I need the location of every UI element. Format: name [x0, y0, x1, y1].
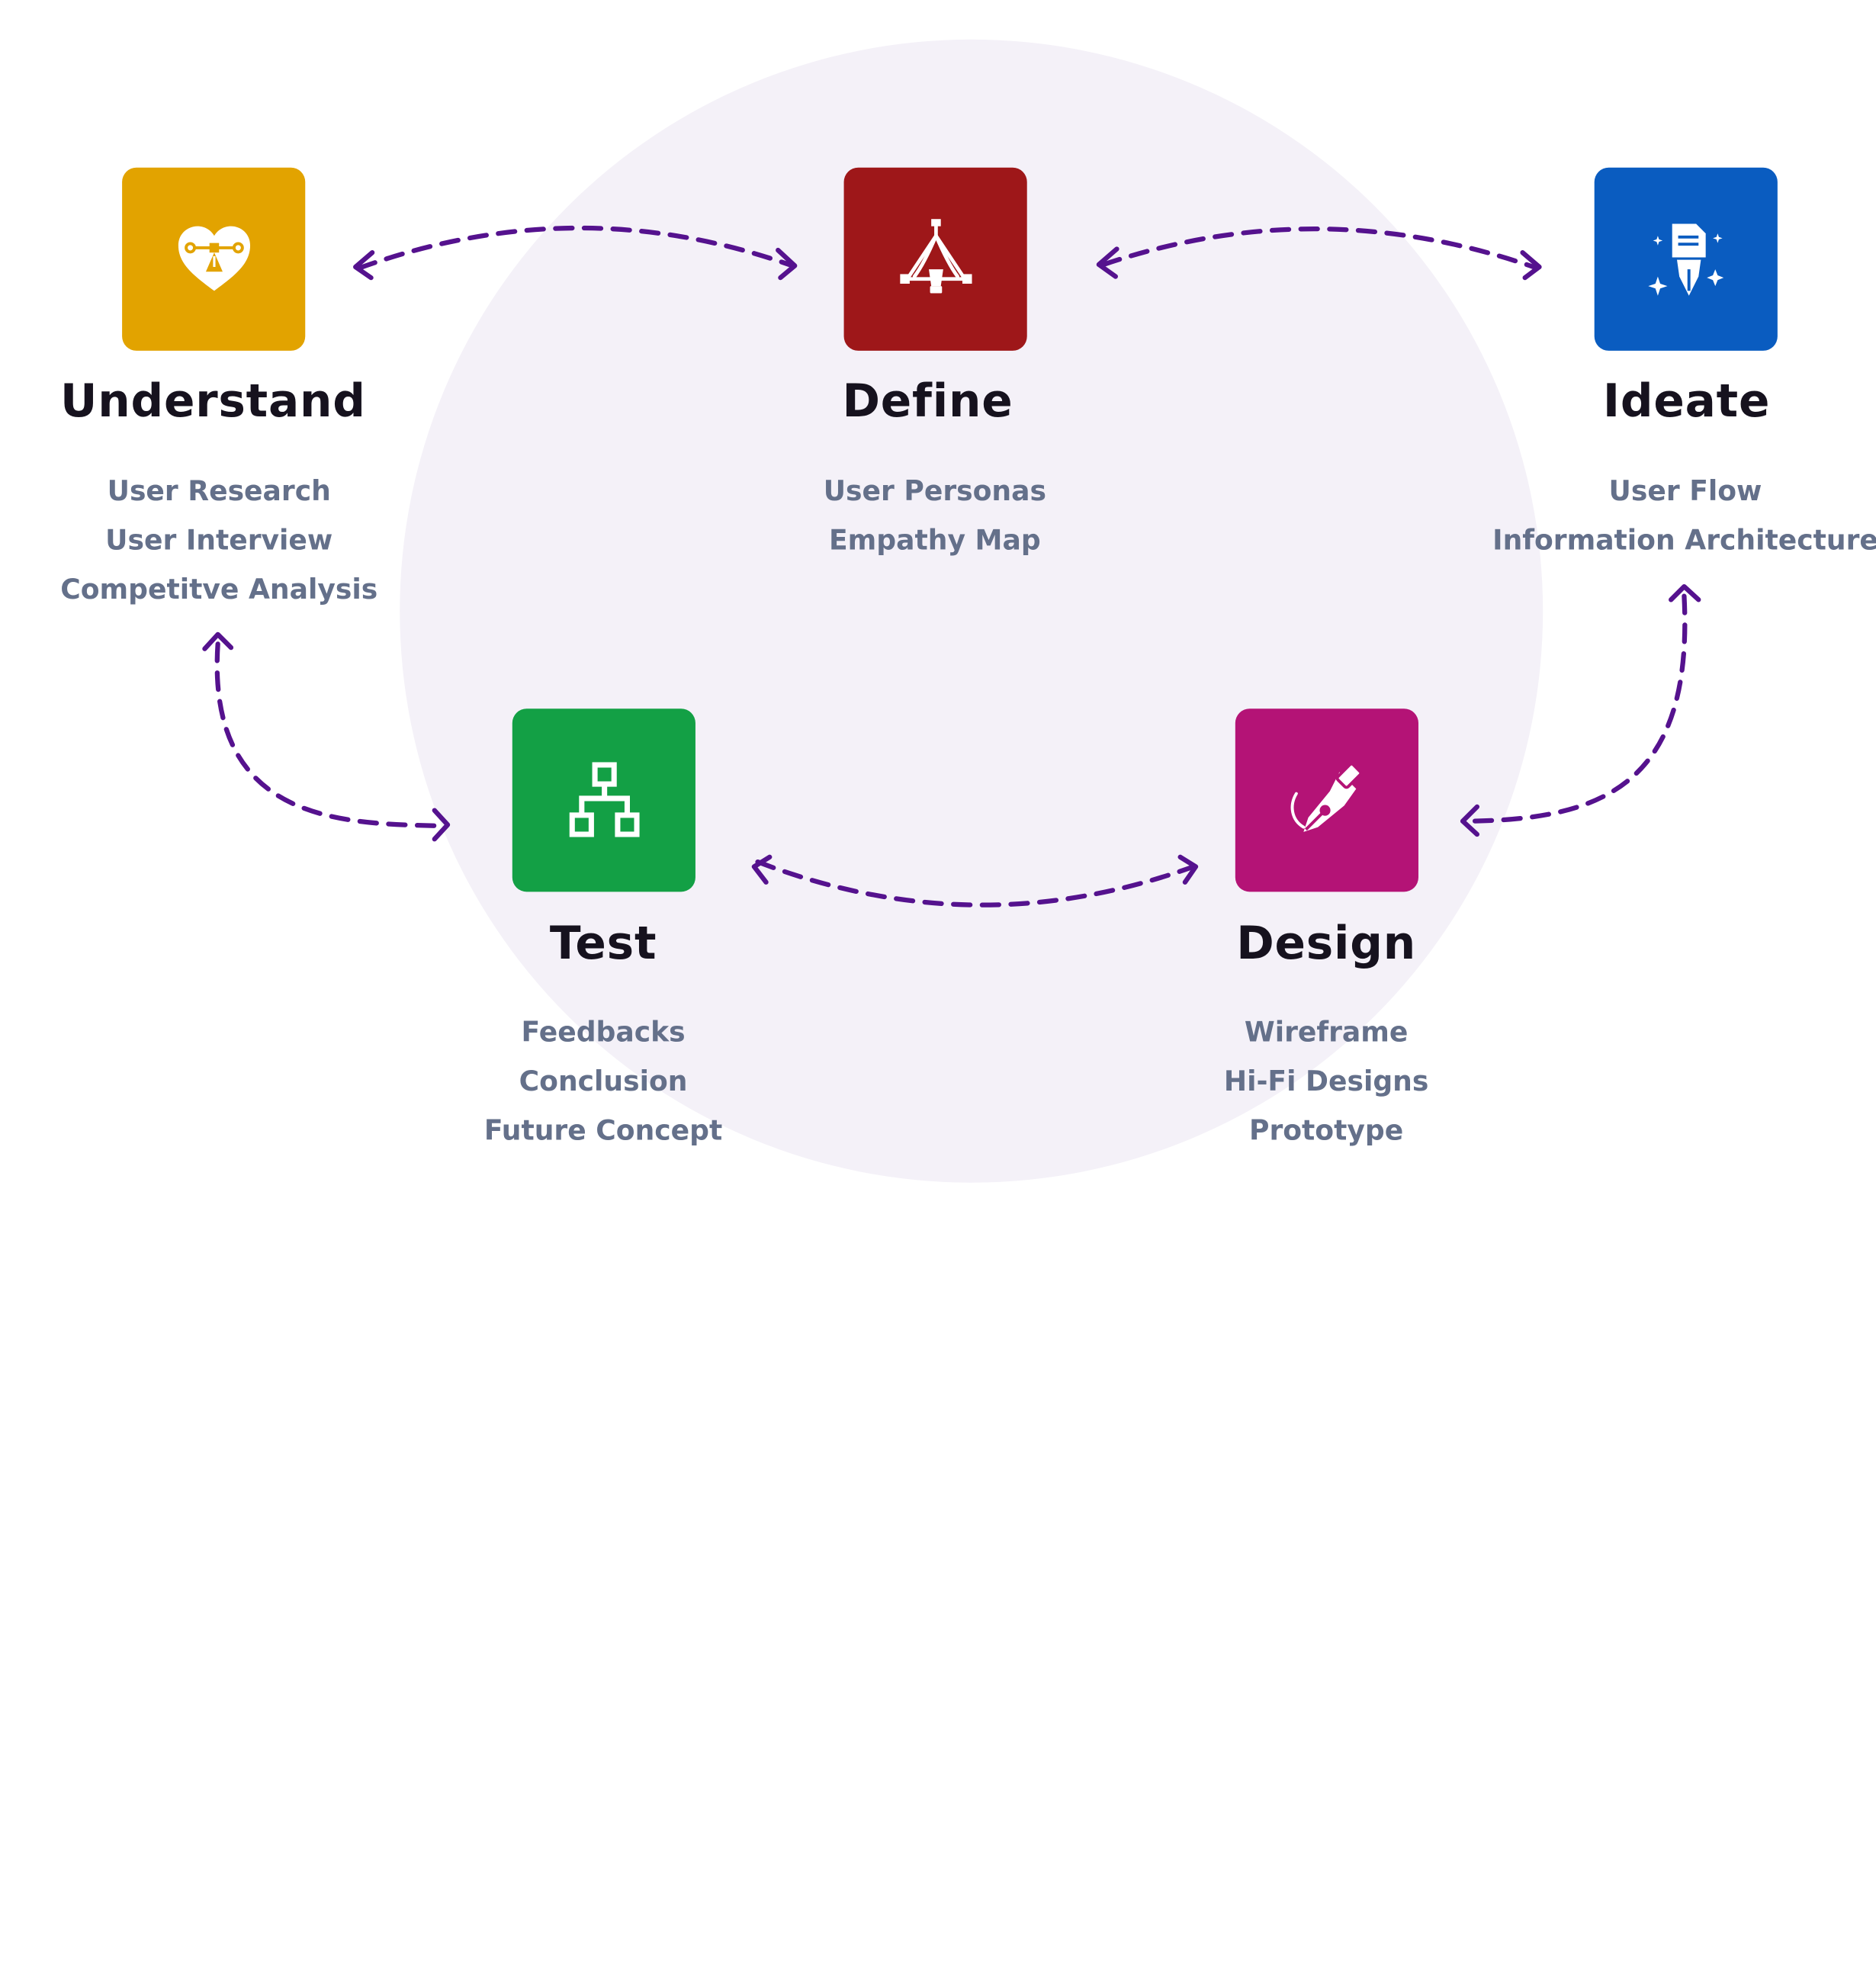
ideate-items: User Flow Information Architecture	[1492, 468, 1876, 567]
arrowhead-ideate-right	[1520, 250, 1542, 281]
understand-items: User Research User Interview Competitve …	[60, 468, 377, 615]
list-item: Hi-Fi Designs	[1223, 1066, 1429, 1098]
define-items: User Personas Empathy Map	[824, 468, 1046, 567]
connector-understand-define	[356, 225, 795, 271]
list-item: User Research	[107, 476, 331, 508]
list-item: Competitve Analysis	[60, 574, 378, 606]
list-item: Conclusion	[519, 1066, 688, 1098]
understand-icon-tile	[122, 167, 306, 351]
arrowhead-test-right	[432, 808, 451, 842]
arrowhead-define-right	[776, 247, 798, 281]
test-title: Test	[549, 917, 657, 970]
arrowhead-define-left	[1096, 246, 1119, 279]
ideate-icon-tile	[1594, 167, 1778, 351]
fountain-pen-icon	[1290, 762, 1362, 832]
list-item: Empathy Map	[829, 525, 1041, 557]
test-icon-tile	[512, 708, 695, 892]
arrowhead-understand-left	[353, 250, 375, 281]
list-item: Information Architecture	[1492, 525, 1876, 557]
understand-title: Understand	[60, 374, 366, 428]
connector-define-ideate	[1101, 226, 1540, 271]
arrowhead-understand-up	[202, 631, 234, 651]
connectors	[202, 225, 1701, 908]
ideate-title: Ideate	[1602, 374, 1771, 428]
list-item: Prototype	[1248, 1115, 1404, 1147]
sitemap-icon	[568, 761, 639, 837]
compass-pen-icon	[899, 218, 972, 293]
define-icon-tile	[843, 167, 1027, 351]
arrowhead-design-left	[1460, 804, 1480, 837]
connector-understand-test	[214, 641, 447, 829]
design-title: Design	[1236, 917, 1417, 970]
arrowhead-ideate-up	[1669, 583, 1701, 602]
connector-test-design	[755, 859, 1197, 908]
list-item: User Personas	[823, 476, 1046, 508]
design-items: Wireframe Hi-Fi Designs Prototype	[1224, 1009, 1429, 1156]
list-item: User Interview	[105, 525, 333, 557]
list-item: Wireframe	[1244, 1017, 1409, 1049]
arrowhead-test-left	[751, 854, 773, 885]
heart-pen-tool-icon	[178, 225, 250, 291]
sparkle-pen-icon	[1647, 223, 1723, 295]
list-item: User Flow	[1608, 476, 1762, 508]
test-items: Feedbacks Conclusion Future Concept	[484, 1009, 722, 1156]
arrowhead-design-right	[1177, 854, 1199, 885]
list-item: Future Concept	[483, 1115, 723, 1147]
list-item: Feedbacks	[521, 1017, 686, 1049]
connector-ideate-design	[1463, 593, 1688, 824]
design-icon-tile	[1235, 708, 1418, 892]
define-title: Define	[842, 374, 1013, 428]
